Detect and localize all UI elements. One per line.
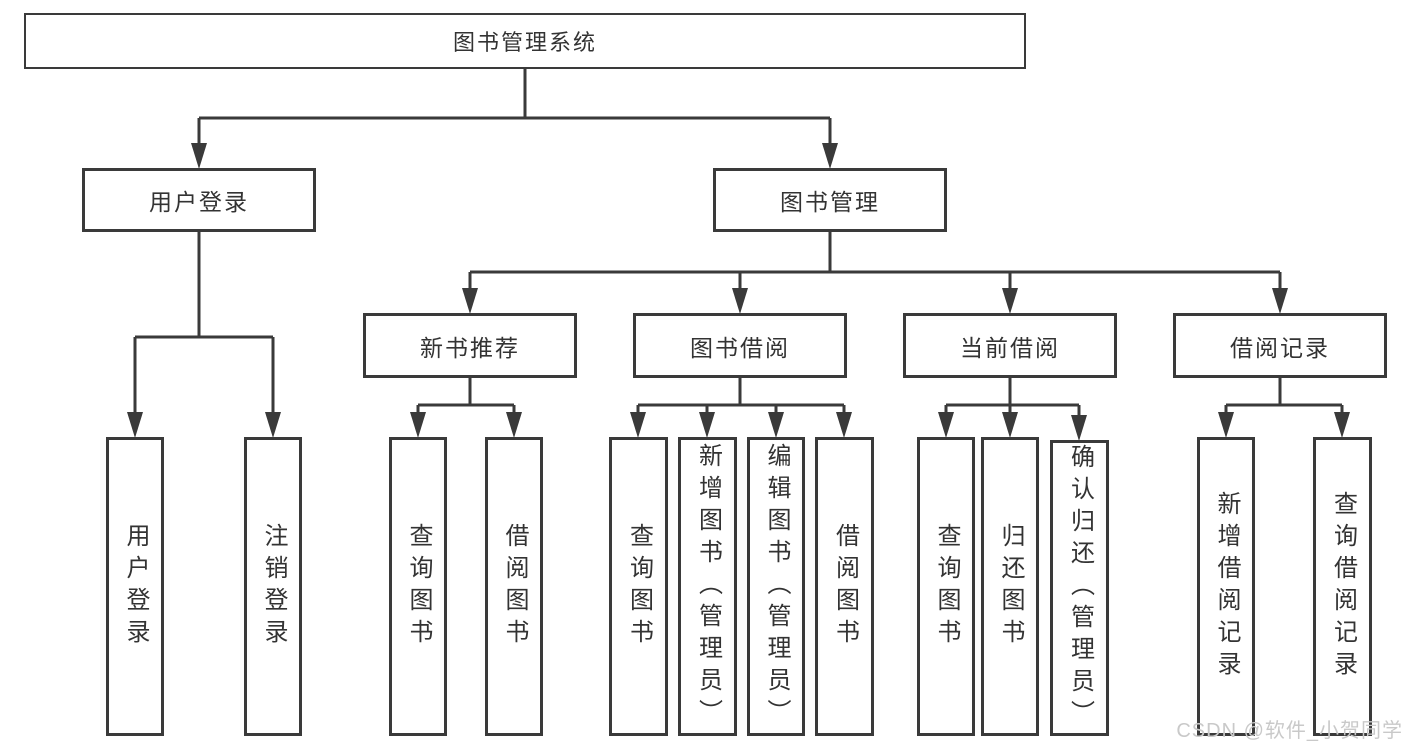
leaf-current-return: 归还图书 xyxy=(981,437,1039,736)
node-current-borrow: 当前借阅 xyxy=(903,313,1117,378)
leaf-records-add: 新增借阅记录 xyxy=(1197,437,1255,736)
leaf-current-query: 查询图书 xyxy=(917,437,975,736)
leaf-borrow-query: 查询图书 xyxy=(609,437,668,736)
leaf-current-confirm-admin: 确认归还（管理员） xyxy=(1050,440,1109,736)
leaf-borrow-edit-admin: 编辑图书（管理员） xyxy=(747,437,805,736)
node-new-book-recommend: 新书推荐 xyxy=(363,313,577,378)
leaf-logout: 注销登录 xyxy=(244,437,302,736)
leaf-user-login: 用户登录 xyxy=(106,437,164,736)
leaf-borrow-add-admin: 新增图书（管理员） xyxy=(678,437,737,736)
node-book-borrow: 图书借阅 xyxy=(633,313,847,378)
node-borrow-records: 借阅记录 xyxy=(1173,313,1387,378)
node-book-management: 图书管理 xyxy=(713,168,947,232)
leaf-newbooks-borrow: 借阅图书 xyxy=(485,437,543,736)
leaf-records-query: 查询借阅记录 xyxy=(1313,437,1372,736)
leaf-borrow-borrow: 借阅图书 xyxy=(815,437,874,736)
node-library-system: 图书管理系统 xyxy=(24,13,1026,69)
node-user-login: 用户登录 xyxy=(82,168,316,232)
csdn-watermark: CSDN @软件_小贺同学 xyxy=(1176,720,1403,742)
leaf-newbooks-query: 查询图书 xyxy=(389,437,447,736)
